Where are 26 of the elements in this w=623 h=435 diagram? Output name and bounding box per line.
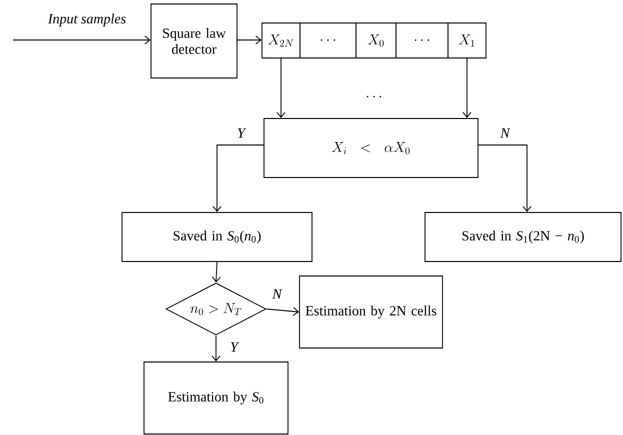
arrow [266, 307, 300, 316]
process-box: Estimation by 2N cells [299, 276, 443, 348]
process-box: Saved in S$_{0}$(n$_{0}$) [122, 212, 312, 262]
edge-label: N [499, 127, 511, 139]
register-cell: $\cdots$ [300, 22, 356, 58]
edge-label: Y [236, 127, 246, 139]
edge-label: N [271, 288, 283, 300]
register-cell: $X_{2N}$ [262, 22, 300, 58]
process-box: Saved in S$_{1}$(2N − n$_{0}$) [424, 212, 622, 262]
edge-label: Y [229, 341, 240, 353]
arrow [212, 262, 221, 283]
process-box: Square law detector [150, 4, 238, 78]
edge-label: Input samples [46, 12, 128, 28]
arrow [237, 36, 262, 44]
arrow [478, 144, 532, 212]
comparison-box: $X_i < \alpha X_0$ [264, 118, 478, 178]
register-cell: $X_0$ [356, 22, 396, 58]
arrow [212, 335, 220, 362]
arrow [462, 58, 472, 118]
register-cell: $X_1$ [448, 22, 486, 58]
process-box: Estimation by S$_{0}$ [144, 362, 288, 434]
register-cell: $\cdots$ [396, 22, 448, 58]
arrow [212, 144, 264, 212]
ellipsis-label: $\cdots$ [366, 96, 382, 98]
arrow [12, 36, 151, 44]
arrow [276, 58, 286, 118]
